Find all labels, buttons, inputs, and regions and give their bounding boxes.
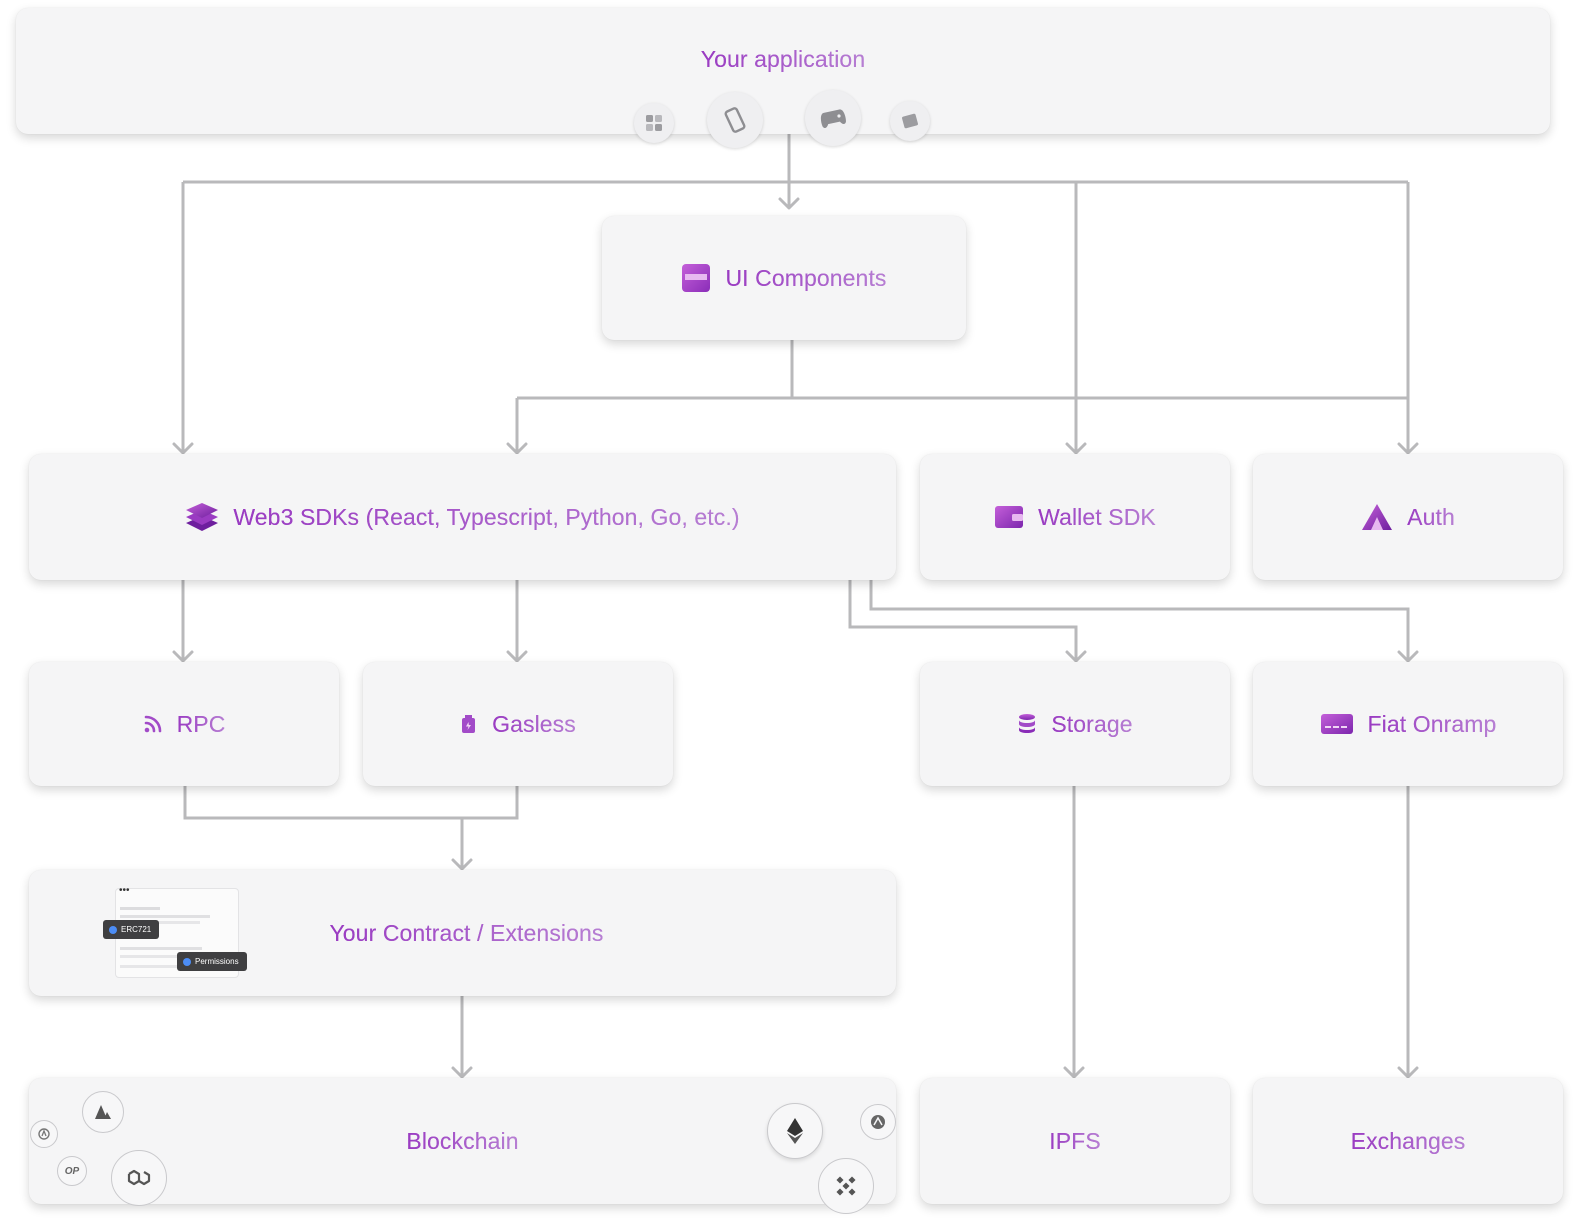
node-app: Your application: [16, 8, 1550, 148]
node-exchanges: Exchanges: [1253, 1078, 1563, 1204]
bnb-icon: [818, 1158, 874, 1214]
layers-icon: [185, 502, 219, 532]
node-ui-components-label-wrap: UI Components: [681, 263, 886, 293]
edge-web3-fiat: [869, 579, 1410, 660]
optimism-icon: OP: [57, 1156, 87, 1186]
arrowhead: [1065, 442, 1087, 455]
arrowhead: [451, 1066, 473, 1079]
wallet-icon: [994, 504, 1024, 530]
node-gasless: Gasless: [363, 662, 673, 786]
node-web3-sdks-label: Web3 SDKs (React, Typescript, Python, Go…: [233, 503, 740, 530]
node-auth-label: Auth: [1407, 503, 1455, 530]
arrowhead: [1065, 650, 1087, 663]
arrowhead: [1397, 442, 1419, 455]
arrowhead: [506, 650, 528, 663]
node-rpc-label: RPC: [176, 710, 226, 737]
gas-pump-icon: [460, 714, 478, 734]
node-web3-sdks-label-wrap: Web3 SDKs (React, Typescript, Python, Go…: [185, 502, 740, 532]
ethereum-icon: [767, 1103, 823, 1159]
node-auth: Auth: [1253, 454, 1563, 580]
arrowhead: [172, 442, 194, 455]
check-icon: [183, 957, 191, 966]
node-web3-sdks: Web3 SDKs (React, Typescript, Python, Go…: [29, 454, 896, 580]
ui-components-icon: [681, 263, 711, 293]
database-icon: [1017, 713, 1037, 735]
check-icon: [109, 925, 117, 934]
avalanche-icon: [82, 1091, 124, 1133]
arrowhead: [506, 442, 528, 455]
node-exchanges-label: Exchanges: [1350, 1127, 1466, 1154]
node-storage-label-wrap: Storage: [1017, 710, 1133, 738]
node-auth-label-wrap: Auth: [1361, 503, 1455, 531]
edge-ui-bus: [790, 340, 1408, 400]
node-wallet-sdk: Wallet SDK: [920, 454, 1230, 580]
badge-erc721: ERC721: [103, 920, 160, 939]
arrowhead: [451, 858, 473, 871]
node-ui-components: UI Components: [602, 216, 966, 340]
node-fiat-onramp-label: Fiat Onramp: [1367, 710, 1497, 737]
contract-preview: ••• ERC721 Permissions: [103, 885, 265, 978]
polygon-icon: [111, 1150, 167, 1206]
node-fiat-onramp: Fiat Onramp: [1253, 662, 1563, 786]
node-app-label-wrap: Your application: [701, 46, 865, 73]
node-blockchain-label: Blockchain: [406, 1127, 519, 1154]
node-contract-label: Your Contract / Extensions: [329, 919, 604, 946]
node-ipfs-label-wrap: IPFS: [1049, 1128, 1101, 1155]
node-contract-label-wrap: Your Contract / Extensions: [329, 920, 603, 947]
node-blockchain: Blockchain OP: [29, 1078, 896, 1214]
node-storage: Storage: [920, 662, 1230, 786]
arbitrum-icon: [30, 1120, 58, 1148]
badge-permissions: Permissions: [177, 952, 247, 971]
node-ipfs-label: IPFS: [1049, 1127, 1101, 1154]
arrowhead: [1063, 1066, 1085, 1079]
node-blockchain-label-wrap: Blockchain: [406, 1128, 518, 1155]
arrowhead: [1397, 650, 1419, 663]
auth-triangle-icon: [1361, 503, 1393, 531]
fantom-icon: [860, 1104, 896, 1140]
arrowhead: [778, 197, 800, 210]
node-gasless-label-wrap: Gasless: [460, 711, 576, 738]
node-gasless-label: Gasless: [492, 710, 576, 737]
node-exchanges-label-wrap: Exchanges: [1351, 1128, 1466, 1155]
node-app-label: Your application: [700, 46, 866, 72]
node-storage-label: Storage: [1051, 710, 1133, 737]
node-ipfs: IPFS: [920, 1078, 1230, 1204]
node-rpc: RPC: [29, 662, 339, 786]
node-wallet-sdk-label: Wallet SDK: [1038, 503, 1156, 530]
node-fiat-onramp-label-wrap: Fiat Onramp: [1320, 711, 1497, 738]
node-rpc-label-wrap: RPC: [143, 711, 226, 738]
edge-rpc-gasless-merge: [183, 786, 519, 820]
node-contract: ••• ERC721 Permissions Your Contract / E…: [29, 870, 896, 996]
node-wallet-sdk-label-wrap: Wallet SDK: [994, 504, 1156, 531]
edge-web3-storage: [848, 579, 1078, 660]
arrowhead: [172, 650, 194, 663]
contract-preview-dots: •••: [119, 885, 130, 896]
rss-icon: [143, 714, 163, 734]
card-icon: [1320, 713, 1354, 735]
node-ui-components-label: UI Components: [725, 264, 887, 291]
arrowhead: [1397, 1066, 1419, 1079]
